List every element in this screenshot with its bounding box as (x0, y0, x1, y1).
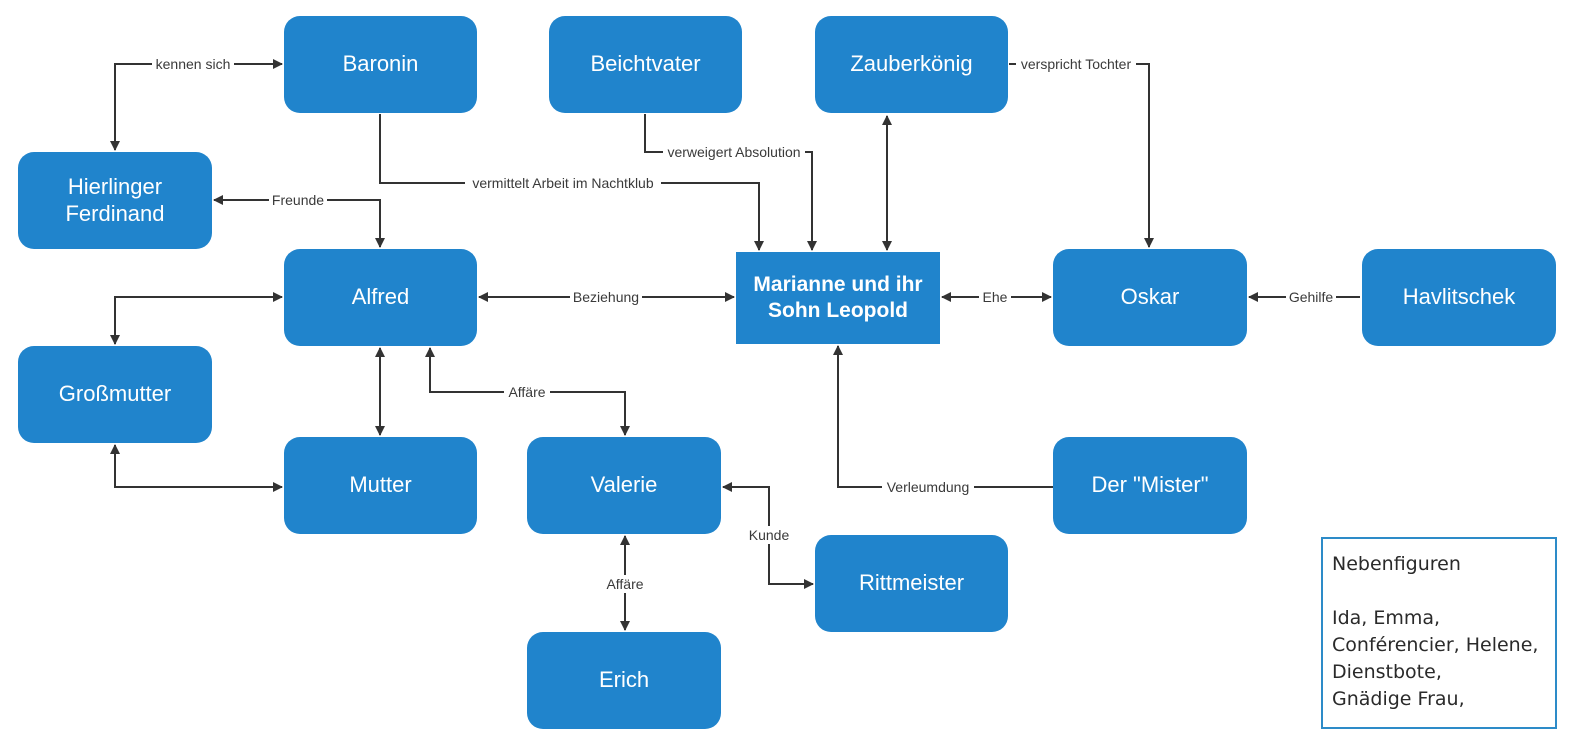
edge-hierlinger-baronin (110, 59, 283, 151)
edge-alfred-grossmutter (110, 292, 283, 345)
node-alfred-label: Alfred (351, 284, 410, 310)
node-marianne-leopold-label: Marianne und ihr Sohn Leopold (753, 272, 923, 322)
node-beichtvater[interactable]: Beichtvater (549, 16, 742, 113)
node-zauberkoenig[interactable]: Zauberkönig (815, 16, 1008, 113)
node-oskar[interactable]: Oskar (1053, 249, 1247, 346)
node-baronin[interactable]: Baronin (284, 16, 477, 113)
edge-label-background (979, 288, 1011, 306)
edge-label-hierlinger-alfred: Freunde (272, 192, 324, 208)
node-beichtvater-label: Beichtvater (590, 51, 701, 77)
edge-label-background (602, 575, 648, 593)
side-characters-line: Dienstbote, (1332, 661, 1442, 683)
node-der-mister[interactable]: Der "Mister" (1053, 437, 1247, 534)
node-alfred[interactable]: Alfred (284, 249, 477, 346)
node-erich[interactable]: Erich (527, 632, 721, 729)
edge-label-alfred-valerie: Affäre (508, 384, 545, 400)
edge-label-mister-marianne: Verleumdung (887, 479, 970, 495)
node-hierlinger-ferdinand-label: Hierlinger Ferdinand (65, 174, 165, 226)
node-der-mister-label: Der "Mister" (1091, 472, 1209, 498)
edge-label-baronin-marianne: vermittelt Arbeit im Nachtklub (472, 175, 653, 191)
edge-zauberkoenig-oskar (1009, 63, 1154, 248)
edge-grossmutter-mutter (110, 444, 283, 492)
node-rittmeister[interactable]: Rittmeister (815, 535, 1008, 632)
node-erich-label: Erich (598, 667, 650, 693)
edge-label-background (746, 526, 792, 544)
node-grossmutter[interactable]: Großmutter (18, 346, 212, 443)
edge-mister-marianne (833, 345, 1053, 488)
side-characters-line: Gnädige Frau, (1332, 688, 1465, 710)
side-characters-spacer (1332, 578, 1546, 605)
edge-label-background (465, 174, 661, 192)
edge-label-alfred-marianne: Beziehung (573, 289, 639, 305)
node-mutter[interactable]: Mutter (284, 437, 477, 534)
node-mutter-label: Mutter (349, 472, 412, 498)
node-rittmeister-label: Rittmeister (858, 570, 965, 596)
edge-label-background (504, 383, 550, 401)
node-oskar-label: Oskar (1120, 284, 1180, 310)
edge-label-background (570, 288, 642, 306)
node-havlitschek[interactable]: Havlitschek (1362, 249, 1556, 346)
edge-label-background (663, 143, 805, 161)
edge-label-hierlinger-baronin: kennen sich (156, 56, 231, 72)
side-characters-line: Conférencier, Helene, (1332, 634, 1539, 656)
edge-label-background (152, 55, 234, 73)
node-valerie-label: Valerie (590, 472, 658, 498)
node-hierlinger-ferdinand[interactable]: Hierlinger Ferdinand (18, 152, 212, 249)
edge-label-beichtvater-marianne: verweigert Absolution (667, 144, 800, 160)
edge-label-background (1286, 288, 1336, 306)
edge-label-background (882, 478, 974, 496)
node-grossmutter-label: Großmutter (58, 381, 172, 407)
edge-label-valerie-rittmeister: Kunde (749, 527, 790, 543)
edge-label-zauberkoenig-oskar: verspricht Tochter (1021, 56, 1132, 72)
side-characters-line: Ida, Emma, (1332, 607, 1441, 629)
node-havlitschek-label: Havlitschek (1402, 284, 1516, 310)
edge-label-background (1016, 55, 1136, 73)
edge-label-marianne-oskar: Ehe (983, 289, 1008, 305)
node-baronin-label: Baronin (342, 51, 419, 77)
side-characters-title: Nebenfiguren (1332, 553, 1461, 575)
node-marianne-leopold[interactable]: Marianne und ihr Sohn Leopold (736, 252, 940, 344)
edge-label-valerie-erich: Affäre (606, 576, 643, 592)
node-zauberkoenig-label: Zauberkönig (850, 51, 973, 77)
edge-label-havlitschek-oskar: Gehilfe (1289, 289, 1334, 305)
node-valerie[interactable]: Valerie (527, 437, 721, 534)
edge-label-background (269, 191, 327, 209)
side-characters-note: Nebenfiguren Ida, Emma, Conférencier, He… (1321, 537, 1557, 729)
